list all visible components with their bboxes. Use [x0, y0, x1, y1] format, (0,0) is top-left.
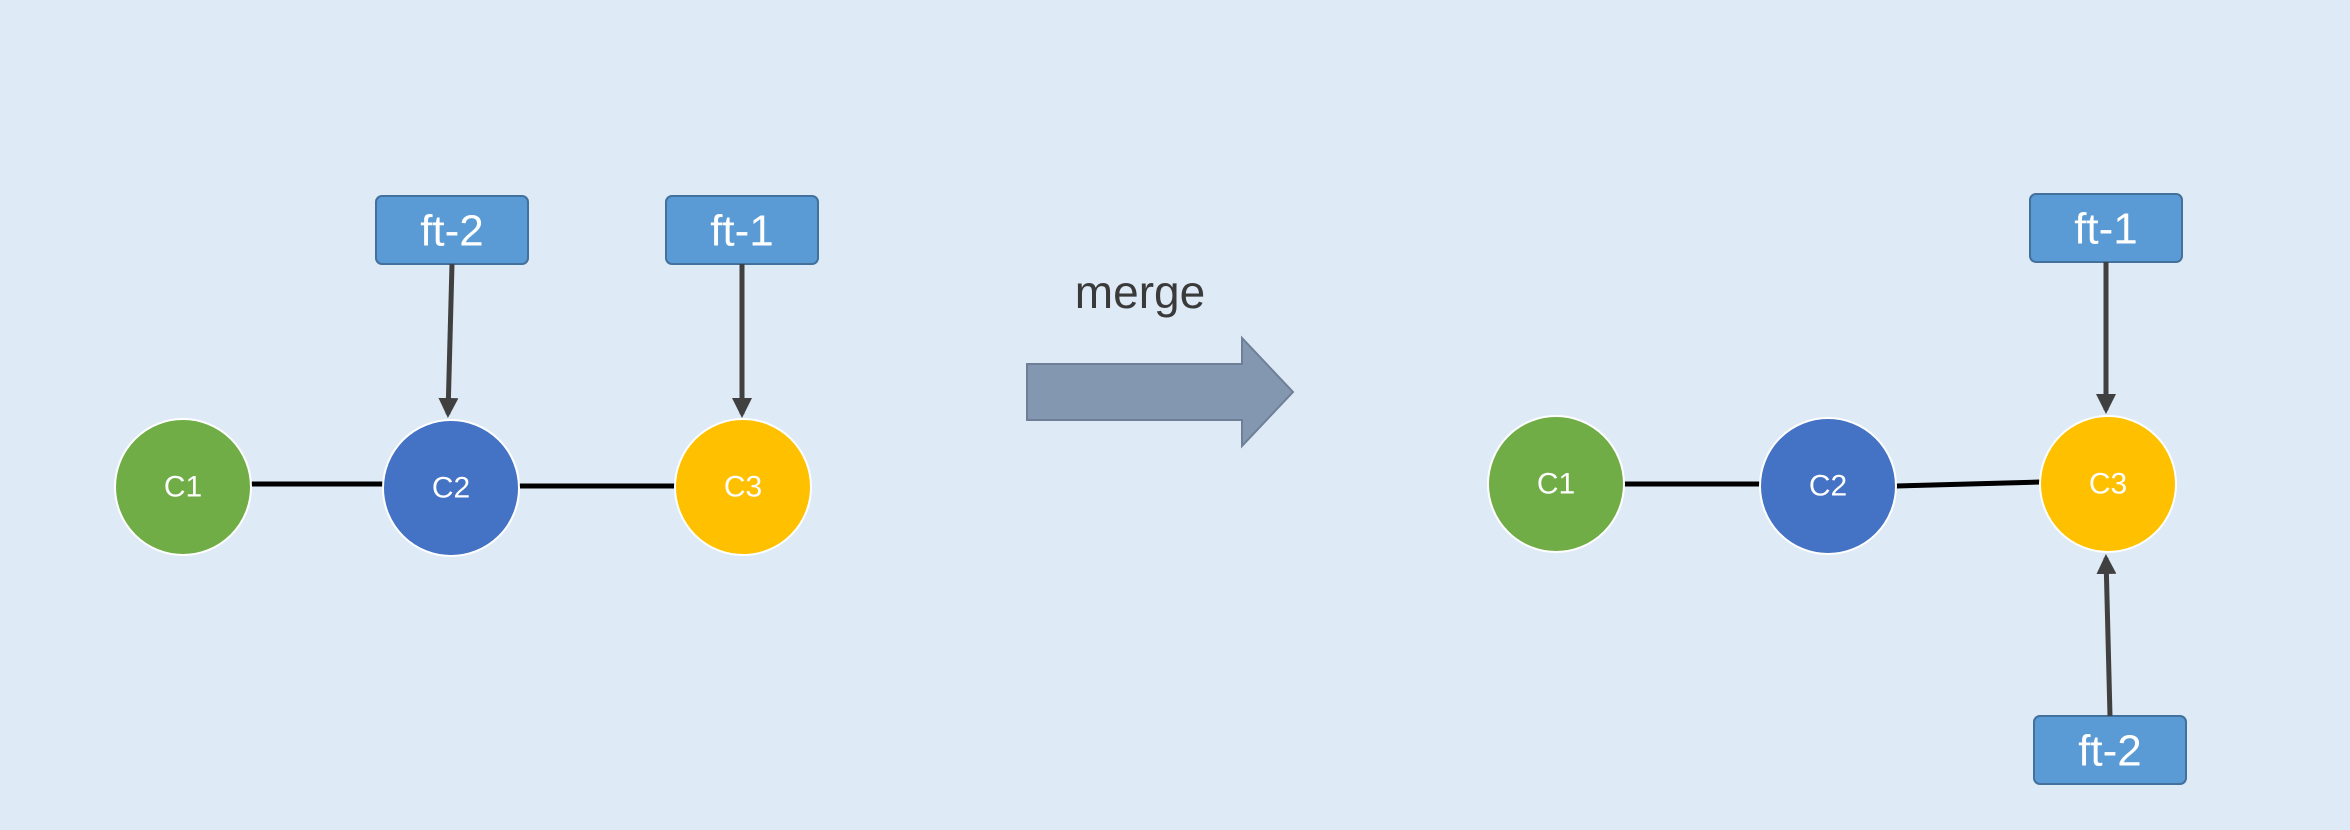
- commit-c1: C1: [114, 418, 252, 556]
- after-branch-ft-1-label: ft-1: [2074, 205, 2138, 254]
- after-branch-ft-2: ft-2: [2033, 715, 2187, 785]
- merge-operation: merge: [1026, 266, 1295, 449]
- after-commit-c1-node: [1487, 415, 1625, 553]
- after-graph: C1 C2 C3 ft-1 ft-2: [1487, 193, 2187, 785]
- after-commit-c2-node: [1759, 417, 1897, 555]
- commit-c1-label: C1: [164, 471, 202, 504]
- commit-c3-label: C3: [724, 471, 762, 504]
- commit-c1-node: [114, 418, 252, 556]
- after-commit-c2-label: C2: [1809, 470, 1847, 503]
- commit-c2-node: [382, 419, 520, 557]
- commit-c3: C3: [674, 418, 812, 556]
- after-commit-c2: C2: [1759, 417, 1897, 555]
- after-branch-ft-2-label: ft-2: [2078, 727, 2142, 776]
- after-commit-c1: C1: [1487, 415, 1625, 553]
- commit-c2: C2: [382, 419, 520, 557]
- after-commit-c3-node: [2039, 415, 2177, 553]
- commit-c2-label: C2: [432, 472, 470, 505]
- branch-ft-1-label: ft-1: [710, 207, 774, 256]
- after-commit-c1-label: C1: [1537, 468, 1575, 501]
- merge-label: merge: [1075, 266, 1205, 318]
- after-pointer-ft-2-to-c3: [2096, 554, 2117, 717]
- arrow-right-icon: [1026, 335, 1295, 449]
- branch-ft-2: ft-2: [375, 195, 529, 265]
- pointer-ft-2-to-c2: [438, 263, 459, 418]
- before-graph: C1 C2 C3 ft-2 ft-1: [114, 195, 819, 557]
- after-commit-c3: C3: [2039, 415, 2177, 553]
- commit-c3-node: [674, 418, 812, 556]
- branch-ft-1: ft-1: [665, 195, 819, 265]
- after-commit-c3-label: C3: [2089, 468, 2127, 501]
- after-edge-c2-c3: [1895, 479, 2041, 489]
- after-branch-ft-1: ft-1: [2029, 193, 2183, 263]
- branch-ft-2-label: ft-2: [420, 207, 484, 256]
